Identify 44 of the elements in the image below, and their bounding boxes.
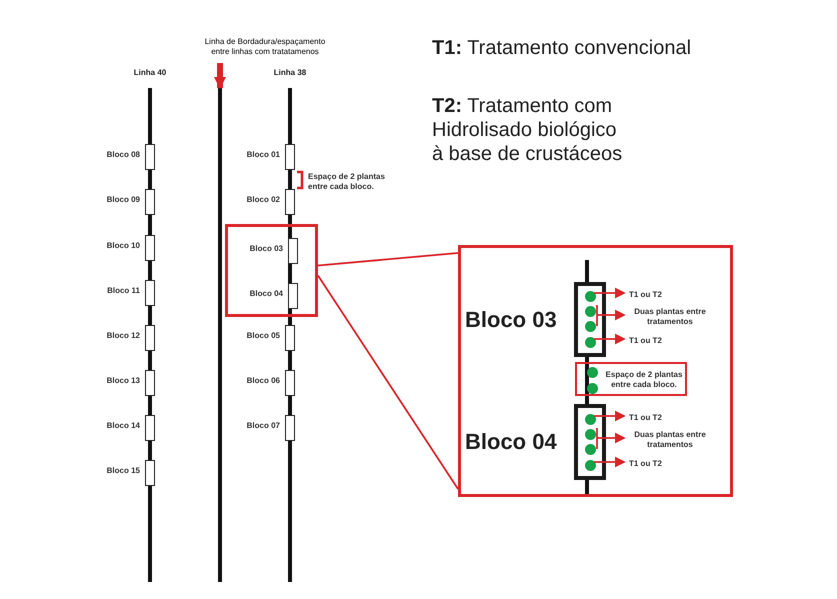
annotation-text: Linha de Bordadura/espaçamento entre linhas com tratatamenos bbox=[200, 37, 330, 61]
block-label: Bloco 12 bbox=[106, 331, 140, 340]
arrow bbox=[214, 63, 226, 89]
block-label: Bloco 15 bbox=[106, 466, 140, 475]
block-label: Bloco 04 bbox=[248, 289, 283, 298]
arrow bbox=[594, 456, 626, 468]
zoom-line bbox=[318, 252, 458, 266]
arrow bbox=[596, 427, 626, 450]
legend-text: T2: Tratamento com Hidrolisado biológico à base de crustáceos bbox=[432, 94, 624, 166]
spacing-note: Espaço de 2 plantas entre cada bloco. bbox=[308, 172, 386, 192]
block-label: Bloco 13 bbox=[106, 376, 140, 385]
block-label: Bloco 14 bbox=[106, 421, 140, 430]
block-label: Bloco 05 bbox=[246, 331, 280, 340]
treatment-note: T1 ou T2 bbox=[629, 459, 689, 471]
block-label: Bloco 03 bbox=[465, 306, 557, 332]
plant-dot bbox=[587, 382, 598, 394]
block-label: Bloco 11 bbox=[106, 286, 140, 295]
row-label: Linha 38 bbox=[272, 68, 308, 78]
arrow bbox=[594, 288, 626, 298]
detail-panel bbox=[458, 245, 733, 497]
spacing-box bbox=[575, 362, 687, 396]
arrow bbox=[594, 410, 626, 422]
block-label: Bloco 06 bbox=[246, 376, 280, 385]
treatment-note: Duas plantas entre tratamentos bbox=[629, 430, 711, 452]
block-label: Bloco 10 bbox=[106, 241, 140, 250]
zoom-frame bbox=[225, 224, 318, 317]
block-label: Bloco 04 bbox=[465, 429, 557, 455]
treatment-note: T1 ou T2 bbox=[629, 413, 689, 425]
arrow bbox=[596, 304, 626, 327]
block-label: Bloco 01 bbox=[246, 150, 280, 159]
row-label: Linha 40 bbox=[132, 68, 168, 78]
treatment-note: T1 ou T2 bbox=[629, 290, 689, 302]
block-label: Bloco 02 bbox=[246, 195, 280, 204]
zoom-line bbox=[317, 275, 459, 490]
spacing-note: Espaço de 2 plantas entre cada bloco. bbox=[604, 370, 684, 390]
block-label: Bloco 08 bbox=[106, 150, 140, 159]
arrow bbox=[594, 334, 626, 344]
legend-text: T1: Tratamento convencional bbox=[432, 36, 692, 60]
treatment-note: T1 ou T2 bbox=[629, 336, 689, 348]
treatment-note: Duas plantas entre tratamentos bbox=[629, 307, 711, 329]
block-label: Bloco 03 bbox=[248, 244, 283, 253]
plant-dot bbox=[587, 366, 598, 378]
block-label: Bloco 09 bbox=[106, 195, 140, 204]
block-label: Bloco 07 bbox=[246, 421, 280, 430]
